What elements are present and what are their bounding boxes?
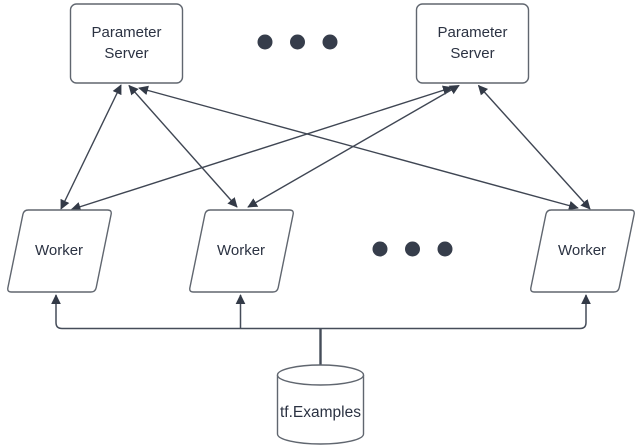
node-tf-examples-body — [276, 375, 365, 445]
ellipsis-dot-icon — [290, 34, 305, 50]
node-tf-examples-top — [276, 364, 365, 386]
ellipsis-more-parameter-servers — [257, 34, 338, 50]
edge-worker3-ps2 — [477, 84, 591, 210]
ellipsis-dot-icon — [322, 34, 338, 50]
ellipsis-dot-icon — [257, 34, 273, 50]
node-parameter-server-1 — [69, 3, 184, 84]
connector-group — [60, 84, 591, 212]
edge-worker3-ps1 — [138, 85, 579, 211]
edge-examples-trunk — [51, 294, 591, 330]
node-shapes — [7, 3, 635, 445]
node-parameter-server-2 — [415, 3, 530, 84]
edge-worker1-ps1 — [60, 84, 122, 210]
edge-worker2-ps2 — [247, 84, 460, 208]
ellipsis-more-workers — [372, 241, 453, 257]
node-worker-1 — [7, 209, 112, 293]
ellipsis-dot-icon — [405, 241, 420, 257]
node-worker-3 — [530, 209, 635, 293]
edge-worker2-ps1 — [128, 84, 238, 208]
edge-worker1-ps2 — [70, 85, 453, 212]
ellipsis-dot-icon — [372, 241, 388, 257]
ellipsis-dot-icon — [437, 241, 453, 257]
node-worker-2 — [189, 209, 294, 293]
feeder-group — [51, 294, 591, 366]
